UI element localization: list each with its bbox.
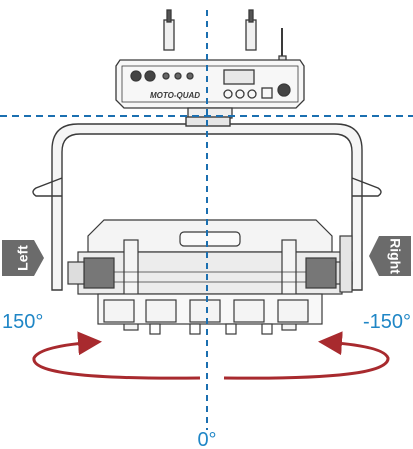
center-angle-label: 0° <box>197 429 216 449</box>
left-tag-label: Left <box>15 245 31 271</box>
curved-arrow-icon <box>223 331 390 380</box>
left-angle-label: 150° <box>2 311 43 333</box>
curved-arrow-icon <box>32 331 201 380</box>
right-tag-label: Right <box>387 238 403 274</box>
right-tag: Right <box>369 236 411 276</box>
right-angle-label: -150° <box>363 311 411 333</box>
brand-label: MOTO-QUAD <box>150 91 200 100</box>
control-box-icon: MOTO-QUAD <box>115 9 305 119</box>
left-tag: Left <box>2 240 44 276</box>
light-fixture-icon <box>67 219 353 335</box>
